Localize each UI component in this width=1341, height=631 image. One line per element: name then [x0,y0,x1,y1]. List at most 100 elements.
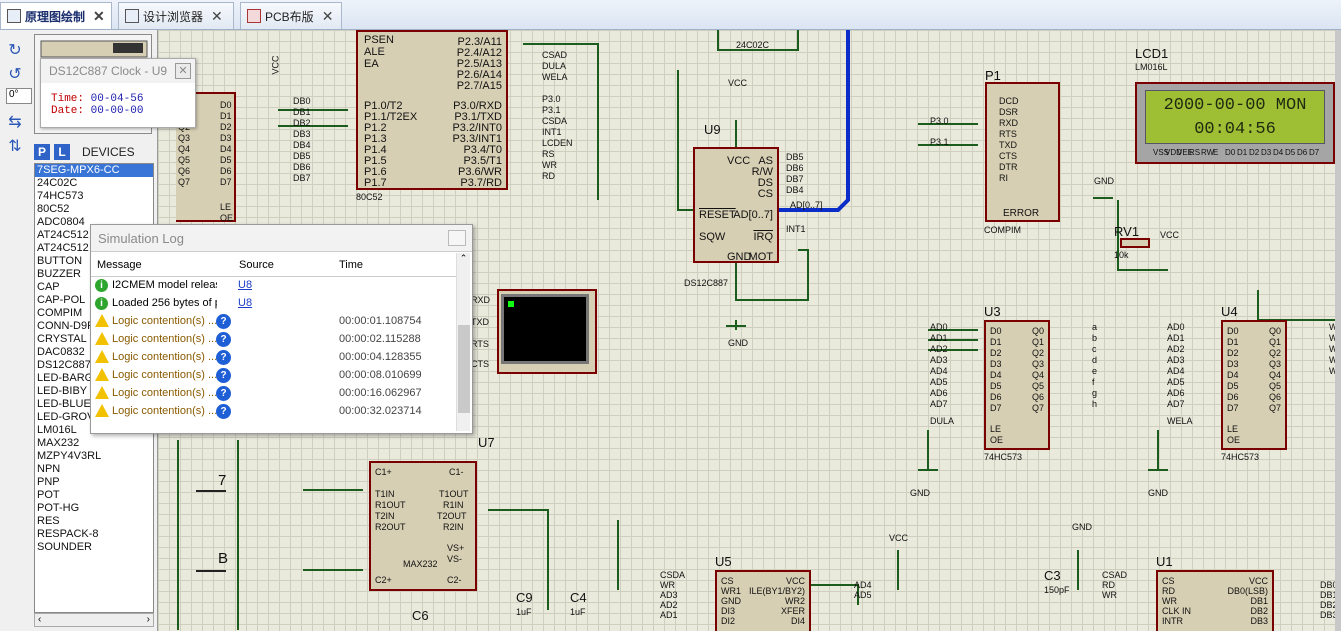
rotate-ccw-icon[interactable]: ↺ [8,66,22,83]
mirror-horizontal-icon[interactable]: ⇆ [8,114,22,131]
log-scrollbar[interactable]: ⌃ [456,253,470,431]
simulation-log-close-button[interactable] [448,230,466,246]
rotate-cw-icon[interactable]: ↻ [8,42,22,59]
clock-window-close-button[interactable]: ✕ [175,63,191,79]
log-scroll-thumb[interactable] [458,325,470,413]
latch-output-pin: Q4 [1031,370,1044,380]
log-row[interactable]: Logic contention(s) ...?00:00:08.010699 [91,367,459,385]
device-list-item[interactable]: CAP [37,281,60,293]
device-list-item[interactable]: AT24C512 [37,229,89,241]
tab-design-explorer[interactable]: 设计浏览器 ✕ [118,2,234,29]
help-icon[interactable]: ? [216,332,231,347]
latch-output-pin: Q2 [1268,348,1281,358]
lcd-pin: E [1213,148,1219,157]
device-list-item[interactable]: COMPIM [37,307,83,319]
scroll-left-icon[interactable]: ‹ [38,614,42,625]
mirror-vertical-icon[interactable]: ⇅ [8,138,22,155]
mcu-80c52[interactable]: PSEN ALE EA P1.0/T2 P1.1/T2EX P1.2 P1.3 … [356,30,508,190]
device-list-item[interactable]: 80C52 [37,203,70,215]
device-list-item[interactable]: SOUNDER [37,541,93,553]
device-list-item[interactable]: POT [37,489,60,501]
log-source-link[interactable]: U8 [238,297,253,309]
device-list-item[interactable]: RES [37,515,60,527]
device-list-item[interactable]: MAX232 [37,437,80,449]
latch-input-pin: D1 [990,337,1002,347]
log-row[interactable]: Logic contention(s) ...?00:00:02.115288 [91,331,459,349]
help-icon[interactable]: ? [216,314,231,329]
device-list-item[interactable]: BUZZER [37,268,81,280]
device-list-item[interactable]: PNP [37,476,60,488]
push-button-7[interactable] [196,490,226,496]
device-list-item[interactable]: CRYSTAL [37,333,87,345]
u4-part-label: 74HC573 [1221,452,1260,462]
close-icon[interactable]: ✕ [321,7,334,24]
help-icon[interactable]: ? [216,368,231,383]
tab-pcb[interactable]: PCB布版 ✕ [240,2,342,29]
rtc-ds12c887[interactable]: VCC RESET SQW AS R/W DS CS AD[0..7] IRQ … [693,147,779,263]
latch-net: AD3 [930,355,948,365]
device-list-item[interactable]: DAC0832 [37,346,85,358]
log-source-link[interactable]: U8 [238,279,253,291]
device-list-item[interactable]: NPN [37,463,61,475]
term-txd: TXD [471,317,489,327]
device-list-item[interactable]: LED-BLUE [37,398,91,410]
device-list-item[interactable]: DS12C887 [37,359,91,371]
close-icon[interactable]: ✕ [93,7,105,24]
device-list-item[interactable]: POT-HG [37,502,80,514]
log-column-headers: Message Source Time [91,253,459,277]
rtc-clock-window[interactable]: DS12C887 Clock - U9 ✕ Time: 00-04-56 Dat… [40,58,196,128]
col-source[interactable]: Source [239,259,274,271]
device-list-item[interactable]: BUTTON [37,255,83,267]
log-row[interactable]: Logic contention(s) ...?00:00:32.023714 [91,403,459,421]
tab-schematic[interactable]: 原理图绘制 ✕ [0,2,112,29]
device-list-item[interactable]: CONN-D9F [37,320,94,332]
device-list-item[interactable]: AT24C512 [37,242,89,254]
device-list-item[interactable]: LM016L [37,424,77,436]
net-int1: INT1 [786,224,806,234]
help-icon[interactable]: ? [216,350,231,365]
log-message: Logic contention(s) ... [112,405,217,417]
device-list-item[interactable]: ADC0804 [37,216,85,228]
rotation-angle-field[interactable]: 0° [6,88,32,104]
col-message[interactable]: Message [97,259,142,271]
library-manager-button[interactable]: L [54,144,70,160]
device-list-item[interactable]: LED-BARG [37,372,94,384]
pick-devices-button[interactable]: P [34,144,50,160]
device-list-item[interactable]: LED-BIBY [37,385,88,397]
help-icon[interactable]: ? [216,386,231,401]
virtual-terminal[interactable] [497,289,597,374]
scroll-right-icon[interactable]: › [146,614,150,625]
device-list-item[interactable]: LED-GROV [37,411,95,423]
device-list-hscroll[interactable]: ‹ › [34,613,154,627]
device-list-item[interactable]: RESPACK-8 [37,528,99,540]
device-list-item[interactable]: MZPY4V3RL [37,450,102,462]
log-row[interactable]: Logic contention(s) ...?00:00:04.128355 [91,349,459,367]
dac-net: AD1 [660,610,678,620]
close-icon[interactable]: ✕ [211,7,223,24]
help-icon[interactable]: ? [216,404,231,419]
scroll-up-icon[interactable]: ⌃ [459,253,468,263]
device-list-item[interactable]: 7SEG-MPX6-CC [35,164,153,177]
col-time[interactable]: Time [339,259,364,271]
device-list-item[interactable]: 24C02C [37,177,78,189]
latch-output-pin: Q3 [1268,359,1281,369]
clock-window-titlebar[interactable]: DS12C887 Clock - U9 ✕ [41,59,195,83]
potentiometer[interactable] [1120,238,1150,248]
device-list-item[interactable]: CAP-POL [37,294,86,306]
log-row[interactable]: Logic contention(s) ...?00:00:16.062967 [91,385,459,403]
left-chip-pin: D3 [220,133,232,143]
device-list-item[interactable]: 74HC573 [37,190,84,202]
log-row[interactable]: Logic contention(s) ...?00:00:01.108754 [91,313,459,331]
simulation-log-titlebar[interactable]: Simulation Log [91,225,472,252]
push-button-b[interactable] [196,570,226,576]
